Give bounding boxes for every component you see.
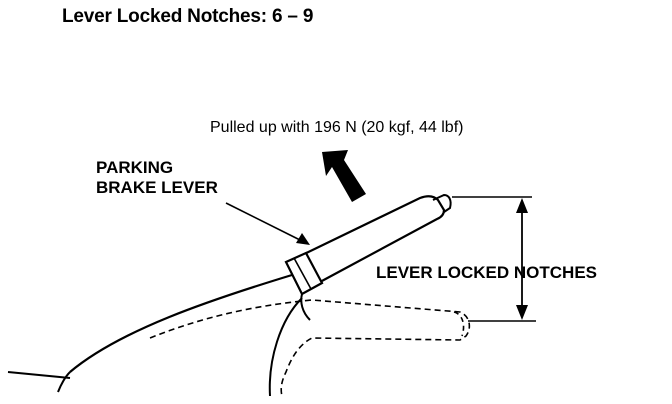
lever-label-line-2: BRAKE LEVER: [96, 177, 218, 197]
floor-line: [7, 371, 71, 379]
lever-lowered-tip: [453, 311, 465, 337]
page-title: Lever Locked Notches: 6 – 9: [62, 6, 314, 27]
console-lower-edge: [57, 371, 71, 393]
grip-band-line: [293, 257, 312, 290]
locked-notches-label: LEVER LOCKED NOTCHES: [376, 263, 598, 282]
lever-grip-band: [284, 251, 324, 296]
lever-leader-arrowhead: [296, 233, 310, 245]
console-outline: [69, 273, 293, 373]
lever-boot-curve: [268, 297, 303, 397]
pull-direction-arrow: [322, 150, 366, 202]
parking-brake-lever-label: PARKING BRAKE LEVER: [96, 158, 218, 197]
dimension-arrow-head-bottom: [516, 305, 528, 320]
dimension-arrow-head-top: [516, 198, 528, 213]
lever-body: [295, 195, 446, 283]
lever-leader-line: [225, 202, 301, 241]
lever-lowered-outline: [149, 299, 471, 397]
lever-stem: [300, 293, 311, 321]
lever-label-line-1: PARKING: [96, 158, 174, 177]
release-button: [432, 193, 452, 213]
pull-force-label: Pulled up with 196 N (20 kgf, 44 lbf): [210, 119, 464, 136]
